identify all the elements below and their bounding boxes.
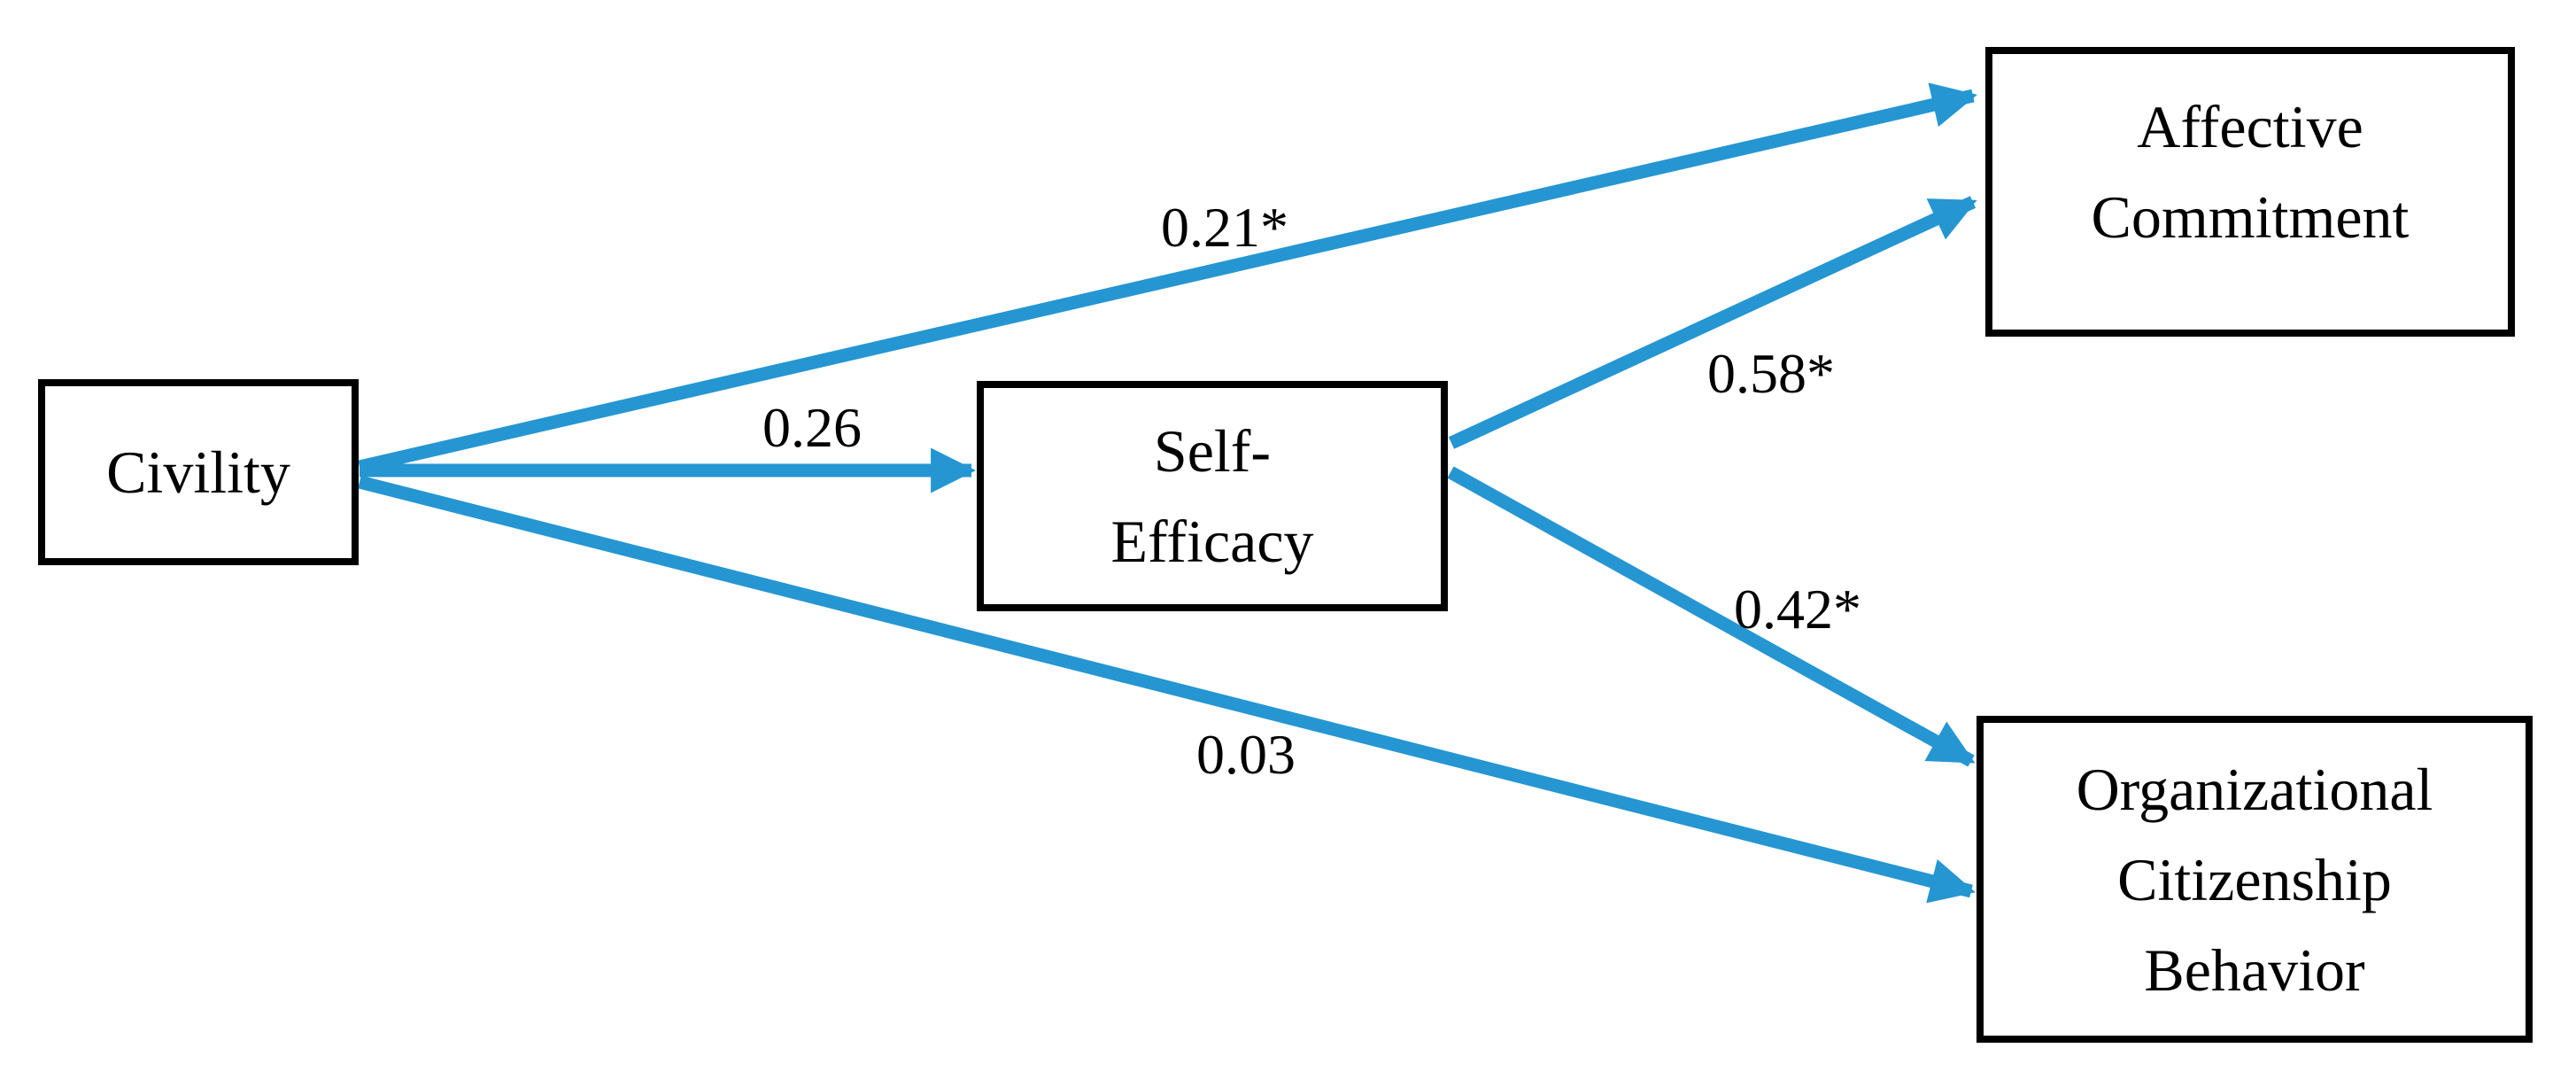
node-label: Organizational Citizenship Behavior [2076, 755, 2433, 1004]
coefficient-civility-organizational-citizenship-behavior: 0.03 [1196, 723, 1296, 786]
arrow-civility-to-organizational-citizenship-behavior [358, 475, 1976, 904]
coefficient-civility-self-efficacy: 0.26 [762, 396, 862, 459]
node-label: Civility [106, 439, 290, 506]
arrow-self-efficacy-to-organizational-citizenship-behavior [1447, 466, 1976, 767]
node-label: Affective Commitment [2091, 92, 2410, 251]
arrow-self-efficacy-to-affective-commitment [1448, 196, 1977, 449]
node-affective-commitment: Affective Commitment [1985, 47, 2515, 337]
node-label: Self- Efficacy [1110, 417, 1314, 575]
coefficient-civility-affective-commitment: 0.21* [1161, 196, 1288, 259]
node-self-efficacy: Self- Efficacy [977, 381, 1448, 611]
node-civility: Civility [38, 379, 359, 565]
coefficient-self-efficacy-affective-commitment: 0.58* [1707, 342, 1835, 405]
arrow-civility-to-affective-commitment [358, 82, 1977, 474]
node-organizational-citizenship-behavior: Organizational Citizenship Behavior [1976, 716, 2533, 1043]
coefficient-self-efficacy-organizational-citizenship-behavior: 0.42* [1734, 578, 1861, 641]
